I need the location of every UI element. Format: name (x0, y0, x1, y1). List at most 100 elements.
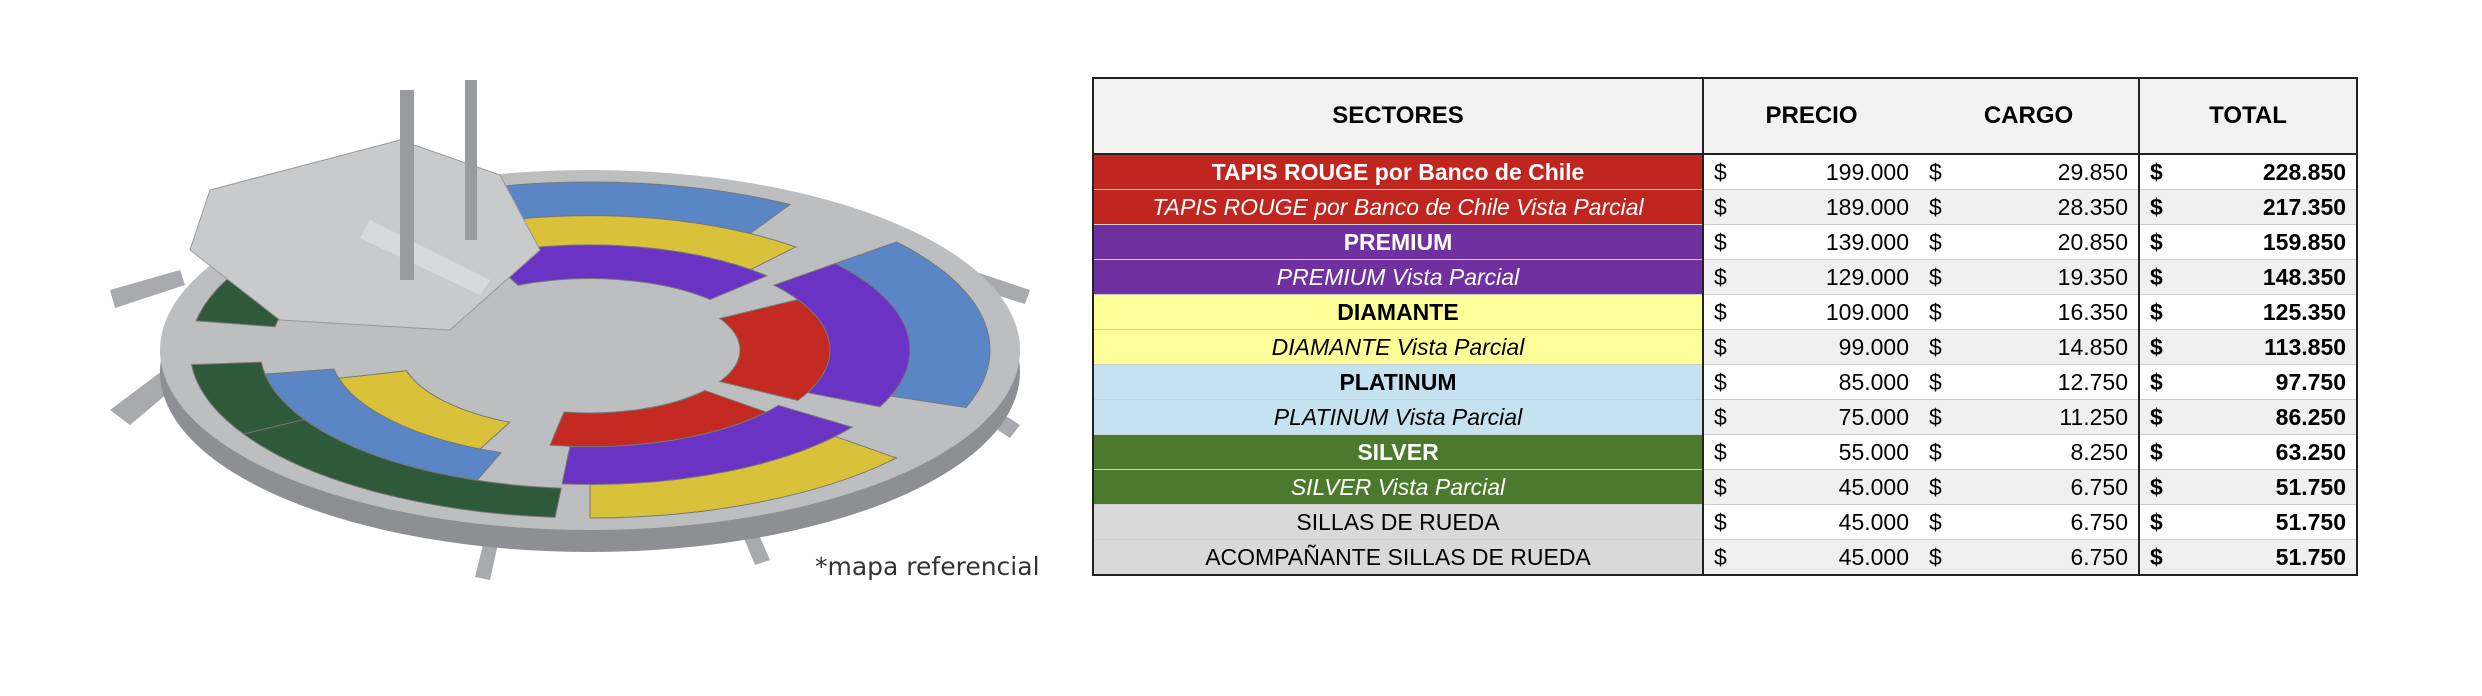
price-value: 99.000 (1739, 329, 1920, 365)
fee-currency: $ (1919, 539, 1956, 576)
seating-red-east (718, 299, 831, 401)
fee-currency: $ (1919, 399, 1956, 435)
total-currency: $ (2138, 364, 2176, 400)
table-header-row: SECTORES PRECIO CARGO TOTAL (1092, 77, 2359, 155)
sector-name: SILVER (1092, 434, 1704, 470)
fee-currency: $ (1919, 189, 1956, 225)
table-row: DIAMANTE Vista Parcial$99.000$14.850$113… (1092, 329, 2359, 365)
seating-red-south (549, 389, 768, 448)
tower-right (465, 80, 477, 240)
sector-name: SILVER Vista Parcial (1092, 469, 1704, 505)
price-table: SECTORES PRECIO CARGO TOTAL TAPIS ROUGE … (1092, 77, 2359, 576)
price-value: 85.000 (1739, 364, 1920, 400)
venue-seating-map (110, 80, 1030, 580)
fee-value: 19.350 (1955, 259, 2140, 295)
total-currency: $ (2138, 329, 2176, 365)
sector-name: ACOMPAÑANTE SILLAS DE RUEDA (1092, 539, 1704, 576)
total-value: 125.350 (2175, 294, 2359, 330)
fee-currency: $ (1919, 153, 1956, 190)
price-currency: $ (1702, 329, 1739, 365)
table-row: ACOMPAÑANTE SILLAS DE RUEDA$45.000$6.750… (1092, 539, 2359, 576)
fee-currency: $ (1919, 469, 1956, 505)
sector-name: TAPIS ROUGE por Banco de Chile Vista Par… (1092, 189, 1704, 225)
fee-currency: $ (1919, 259, 1956, 295)
price-currency: $ (1702, 399, 1739, 435)
tower-left (400, 90, 414, 280)
price-currency: $ (1702, 153, 1739, 190)
fee-currency: $ (1919, 364, 1956, 400)
table-row: TAPIS ROUGE por Banco de Chile Vista Par… (1092, 189, 2359, 225)
catwalk (360, 220, 490, 295)
seating-purple-north (483, 244, 769, 301)
price-value: 189.000 (1739, 189, 1920, 225)
total-value: 51.750 (2175, 469, 2359, 505)
price-value: 139.000 (1739, 224, 1920, 260)
sector-name: PREMIUM Vista Parcial (1092, 259, 1704, 295)
price-currency: $ (1702, 259, 1739, 295)
header-cargo: CARGO (1919, 77, 2140, 155)
header-sectores: SECTORES (1092, 77, 1704, 155)
table-row: DIAMANTE$109.000$16.350$125.350 (1092, 294, 2359, 330)
total-currency: $ (2138, 224, 2176, 260)
fee-value: 20.850 (1955, 224, 2140, 260)
fee-value: 11.250 (1955, 399, 2140, 435)
fee-value: 6.750 (1955, 469, 2140, 505)
table-row: PLATINUM$85.000$12.750$97.750 (1092, 364, 2359, 400)
total-currency: $ (2138, 259, 2176, 295)
fee-value: 16.350 (1955, 294, 2140, 330)
fee-value: 12.750 (1955, 364, 2140, 400)
price-currency: $ (1702, 504, 1739, 540)
seating-yellow-west (338, 370, 511, 450)
price-value: 199.000 (1739, 153, 1920, 190)
table-row: PLATINUM Vista Parcial$75.000$11.250$86.… (1092, 399, 2359, 435)
price-value: 45.000 (1739, 539, 1920, 576)
sector-name: DIAMANTE (1092, 294, 1704, 330)
price-currency: $ (1702, 294, 1739, 330)
price-value: 129.000 (1739, 259, 1920, 295)
price-currency: $ (1702, 224, 1739, 260)
sector-name: SILLAS DE RUEDA (1092, 504, 1704, 540)
table-row: SILVER$55.000$8.250$63.250 (1092, 434, 2359, 470)
total-value: 63.250 (2175, 434, 2359, 470)
total-currency: $ (2138, 539, 2176, 576)
price-currency: $ (1702, 539, 1739, 576)
fee-currency: $ (1919, 329, 1956, 365)
total-value: 97.750 (2175, 364, 2359, 400)
map-caption: *mapa referencial (815, 552, 1040, 581)
total-value: 159.850 (2175, 224, 2359, 260)
fee-value: 6.750 (1955, 539, 2140, 576)
total-currency: $ (2138, 469, 2176, 505)
fee-value: 8.250 (1955, 434, 2140, 470)
total-value: 148.350 (2175, 259, 2359, 295)
price-value: 75.000 (1739, 399, 1920, 435)
table-row: PREMIUM$139.000$20.850$159.850 (1092, 224, 2359, 260)
table-row: SILLAS DE RUEDA$45.000$6.750$51.750 (1092, 504, 2359, 540)
price-value: 45.000 (1739, 469, 1920, 505)
fee-value: 29.850 (1955, 153, 2140, 190)
total-currency: $ (2138, 504, 2176, 540)
price-currency: $ (1702, 189, 1739, 225)
price-value: 109.000 (1739, 294, 1920, 330)
header-total: TOTAL (2138, 77, 2359, 155)
total-value: 51.750 (2175, 504, 2359, 540)
price-value: 45.000 (1739, 504, 1920, 540)
sector-name: PLATINUM Vista Parcial (1092, 399, 1704, 435)
fee-value: 28.350 (1955, 189, 2140, 225)
total-value: 228.850 (2175, 153, 2359, 190)
total-currency: $ (2138, 399, 2176, 435)
fee-currency: $ (1919, 504, 1956, 540)
table-row: SILVER Vista Parcial$45.000$6.750$51.750 (1092, 469, 2359, 505)
sector-name: TAPIS ROUGE por Banco de Chile (1092, 153, 1704, 190)
price-currency: $ (1702, 469, 1739, 505)
fee-value: 6.750 (1955, 504, 2140, 540)
total-value: 113.850 (2175, 329, 2359, 365)
total-currency: $ (2138, 294, 2176, 330)
total-currency: $ (2138, 153, 2176, 190)
sector-name: PLATINUM (1092, 364, 1704, 400)
header-precio: PRECIO (1703, 77, 1920, 155)
fee-currency: $ (1919, 224, 1956, 260)
price-value: 55.000 (1739, 434, 1920, 470)
fee-value: 14.850 (1955, 329, 2140, 365)
table-row: TAPIS ROUGE por Banco de Chile$199.000$2… (1092, 153, 2359, 190)
sector-name: DIAMANTE Vista Parcial (1092, 329, 1704, 365)
